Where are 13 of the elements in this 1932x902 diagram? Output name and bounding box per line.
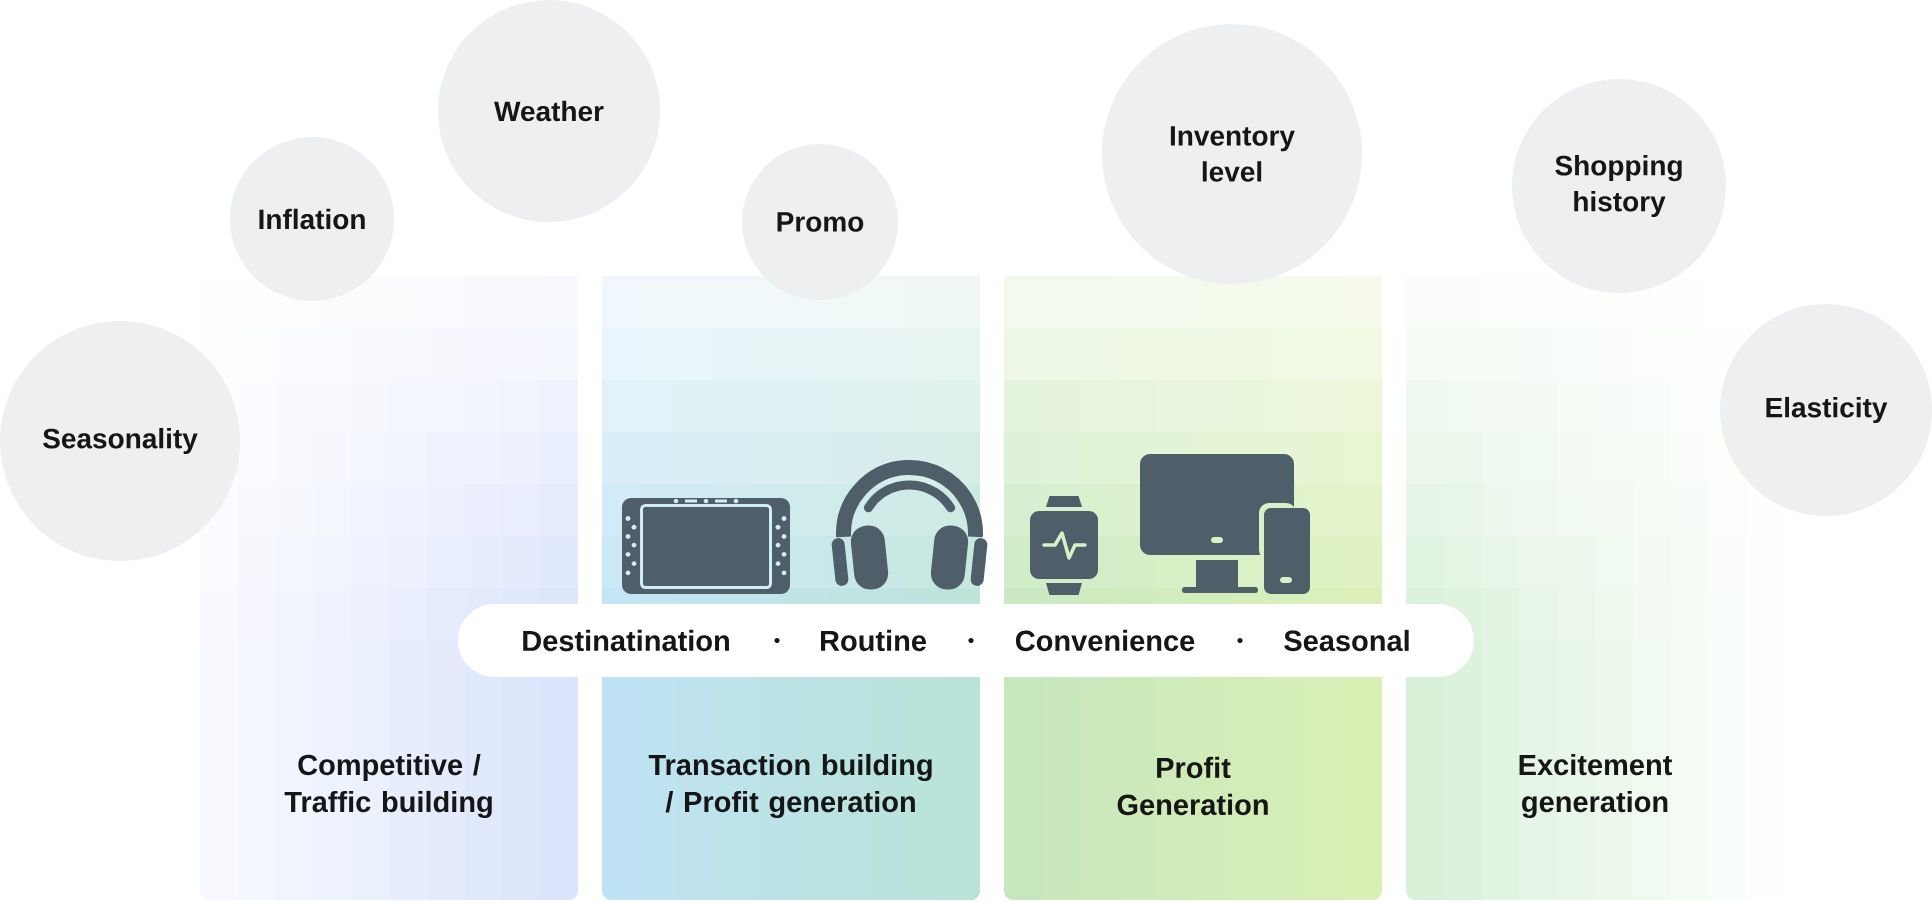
bubble: Promo <box>742 144 898 300</box>
node-label: Competitive / Traffic building <box>284 753 492 819</box>
bubble: Weather <box>438 0 660 222</box>
bubble: Seasonality <box>0 321 240 561</box>
bubble: Shopping history <box>1512 79 1726 293</box>
category-label: Routine <box>821 629 926 652</box>
node-label: Excitement generation <box>1519 753 1672 819</box>
node-label: Profit Generation <box>1117 756 1268 816</box>
bubble: Inflation <box>230 137 394 301</box>
category-label: Convenience <box>1015 629 1195 652</box>
node-label: Transaction building / Profit generation <box>648 753 932 819</box>
bubble: Elasticity <box>1720 304 1932 516</box>
bubble: Inventory level <box>1102 24 1362 284</box>
